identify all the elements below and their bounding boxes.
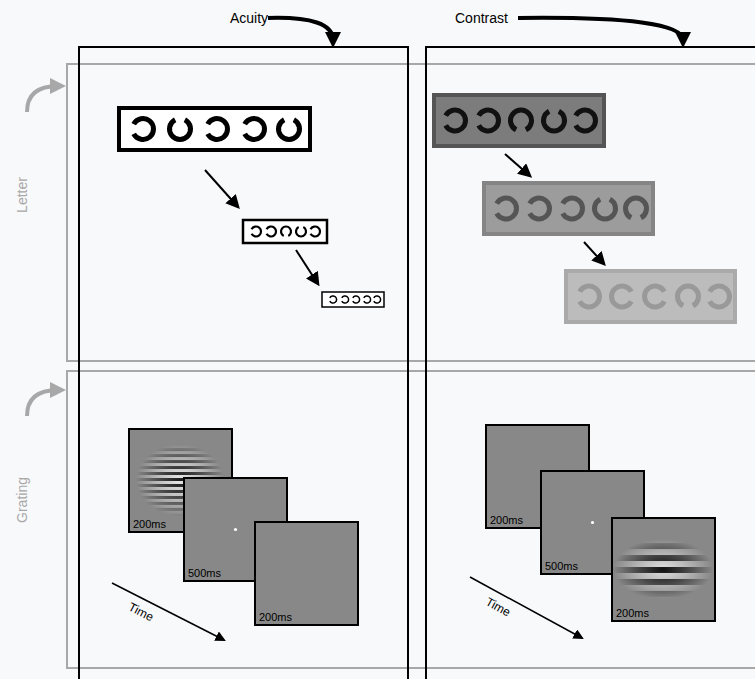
landolt-rings bbox=[134, 110, 730, 307]
letter-chart bbox=[119, 108, 310, 150]
row-label: Letter bbox=[14, 177, 30, 213]
column-heading: Acuity bbox=[230, 10, 268, 26]
letter-chart bbox=[484, 183, 653, 234]
duration-label: 500ms bbox=[545, 560, 578, 572]
landolt-ring bbox=[169, 120, 190, 140]
landolt-ring bbox=[479, 110, 499, 131]
duration-label: 200ms bbox=[616, 607, 649, 619]
landolt-ring bbox=[612, 286, 632, 307]
landolt-ring bbox=[281, 227, 291, 236]
row-frame bbox=[67, 64, 755, 361]
landolt-ring bbox=[342, 296, 349, 303]
stimulus-image bbox=[256, 523, 357, 624]
column-heading: Contrast bbox=[455, 10, 508, 26]
landolt-ring bbox=[710, 286, 730, 307]
landolt-ring bbox=[595, 199, 616, 219]
landolt-ring bbox=[497, 198, 517, 219]
landolt-ring bbox=[208, 119, 228, 140]
letter-chart bbox=[566, 271, 735, 322]
row-arrow bbox=[27, 86, 58, 112]
landolt-ring bbox=[353, 296, 360, 303]
landolt-ring bbox=[279, 120, 300, 140]
landolt-ring bbox=[626, 198, 647, 218]
fixation-dot bbox=[234, 528, 237, 531]
row-arrow bbox=[27, 390, 58, 416]
landolt-ring bbox=[330, 296, 337, 303]
landolt-ring bbox=[374, 296, 381, 303]
landolt-ring bbox=[296, 227, 306, 236]
landolt-ring bbox=[580, 286, 600, 307]
gabor-patch bbox=[613, 519, 714, 620]
landolt-ring bbox=[544, 111, 565, 131]
duration-label: 500ms bbox=[188, 567, 221, 579]
stimulus-frame: 200ms bbox=[254, 521, 359, 626]
letter-chart bbox=[243, 220, 327, 243]
time-arrow bbox=[112, 583, 224, 640]
landolt-ring bbox=[364, 296, 371, 303]
landolt-ring bbox=[267, 227, 276, 237]
duration-label: 200ms bbox=[490, 514, 523, 526]
step-arrow bbox=[505, 154, 530, 176]
step-arrow bbox=[584, 242, 604, 264]
step-arrow bbox=[296, 250, 318, 284]
time-arrow bbox=[470, 577, 582, 638]
landolt-ring bbox=[134, 119, 154, 140]
landolt-ring bbox=[645, 286, 665, 307]
landolt-ring bbox=[576, 110, 596, 131]
landolt-ring bbox=[245, 119, 265, 140]
landolt-ring bbox=[563, 198, 583, 219]
landolt-ring bbox=[511, 110, 532, 130]
duration-label: 200ms bbox=[133, 518, 166, 530]
row-label: Grating bbox=[14, 477, 30, 523]
landolt-ring bbox=[252, 227, 261, 237]
letter-chart bbox=[322, 292, 384, 307]
landolt-ring bbox=[311, 227, 320, 237]
stimulus-frame: 200ms bbox=[611, 517, 716, 622]
landolt-ring bbox=[446, 110, 466, 131]
duration-label: 200ms bbox=[259, 611, 292, 623]
fixation-dot bbox=[591, 521, 594, 524]
column-frame: Contrast200ms500ms200ms bbox=[425, 46, 755, 679]
letter-chart bbox=[434, 95, 604, 146]
header-arrow bbox=[268, 18, 333, 40]
landolt-ring bbox=[530, 198, 550, 219]
stimulus-image bbox=[613, 519, 714, 620]
step-arrow bbox=[205, 170, 238, 207]
header-arrow bbox=[518, 18, 683, 40]
column-frame: Acuity200ms500ms200ms bbox=[78, 46, 409, 679]
landolt-ring bbox=[678, 286, 699, 306]
row-frame bbox=[67, 371, 755, 668]
